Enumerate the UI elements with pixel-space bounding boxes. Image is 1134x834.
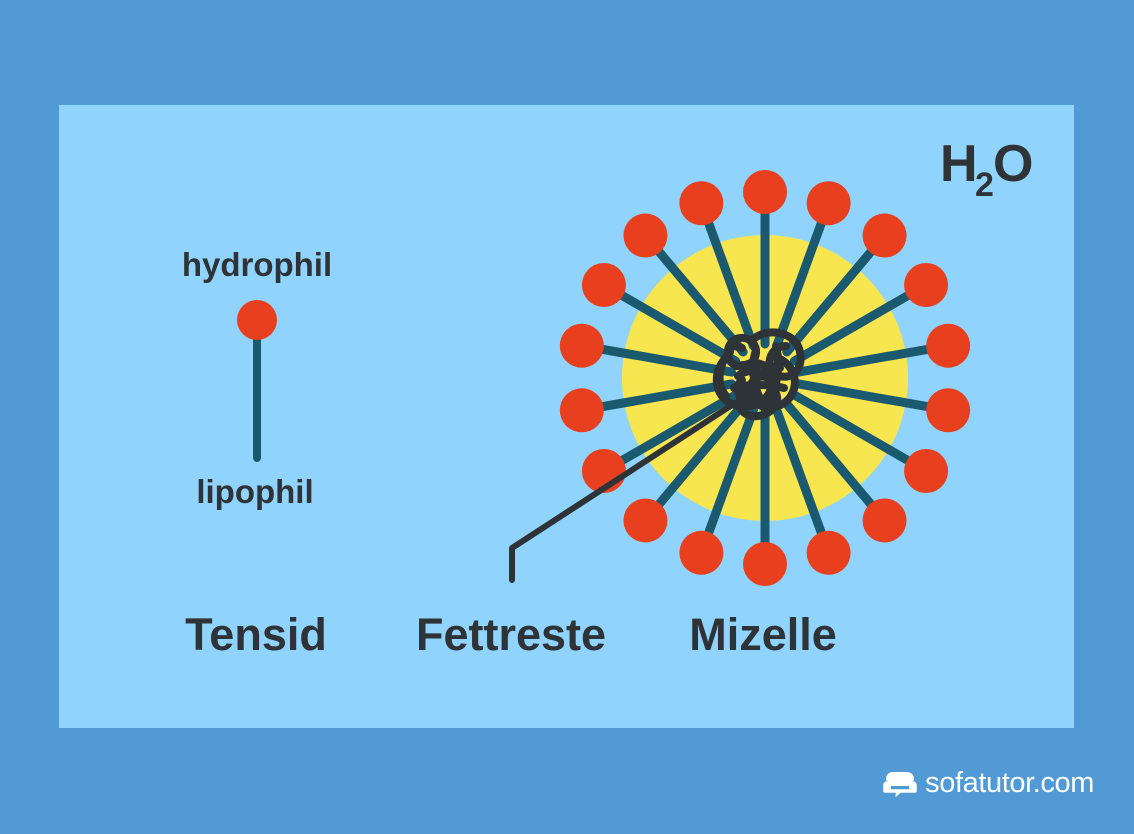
micelle-head: [862, 213, 907, 258]
micelle-head: [623, 213, 668, 258]
micelle-tail: [643, 234, 748, 357]
micelle-head: [743, 170, 787, 214]
micelle-head: [743, 542, 787, 586]
single-surfactant-molecule: [237, 300, 277, 462]
micelle-tail: [581, 341, 737, 377]
micelle-tail: [602, 390, 741, 474]
micelle-tail: [581, 379, 737, 415]
label-hydrophil: hydrophil: [182, 246, 332, 283]
label-lipophil: lipophil: [196, 473, 313, 510]
micelle-head: [904, 449, 949, 493]
label-mizelle: Mizelle: [689, 609, 837, 660]
micelle-tail: [772, 405, 832, 554]
micelle-tail: [793, 341, 949, 377]
label-tensid: Tensid: [185, 609, 327, 660]
fettreste-leader-line: [509, 389, 755, 583]
micelle-head: [559, 388, 604, 433]
brand-text: sofatutor.com: [925, 766, 1094, 799]
micelle-tail: [698, 202, 758, 351]
surfactant-head-hydrophil: [237, 300, 277, 340]
micelle-head: [926, 323, 971, 368]
micelle-head: [679, 181, 724, 226]
sofa-icon: [883, 772, 917, 798]
micelle-tail: [698, 405, 758, 554]
micelle-head: [862, 498, 907, 543]
micelle-head: [904, 263, 949, 307]
label-water-subscript: 2: [975, 166, 994, 204]
micelle-tail: [789, 390, 928, 474]
micelle-tail: [782, 234, 887, 357]
micelle-tail: [772, 202, 832, 351]
micelle-tail: [643, 399, 748, 522]
label-water-o: O: [993, 135, 1033, 193]
micelle-tails-group: [559, 170, 971, 586]
micelle-tail: [782, 399, 887, 522]
micelle-head: [679, 530, 724, 575]
micelle-tail: [789, 282, 928, 366]
micelle-tail: [602, 282, 741, 366]
micelle-tail: [793, 379, 949, 415]
brand-watermark: sofatutor.com: [882, 768, 1094, 798]
label-water-h: H: [940, 135, 978, 193]
label-fettreste: Fettreste: [416, 609, 606, 660]
micelle-head: [559, 323, 604, 368]
micelle-head: [806, 530, 851, 575]
micelle-head: [581, 263, 626, 307]
label-water-formula: H 2 O: [940, 135, 1033, 204]
micelle-head: [926, 388, 971, 433]
micelle-structure: [559, 170, 971, 586]
micelle-head: [623, 498, 668, 543]
micelle-head: [806, 181, 851, 226]
fat-residue-scribble: [713, 328, 805, 421]
